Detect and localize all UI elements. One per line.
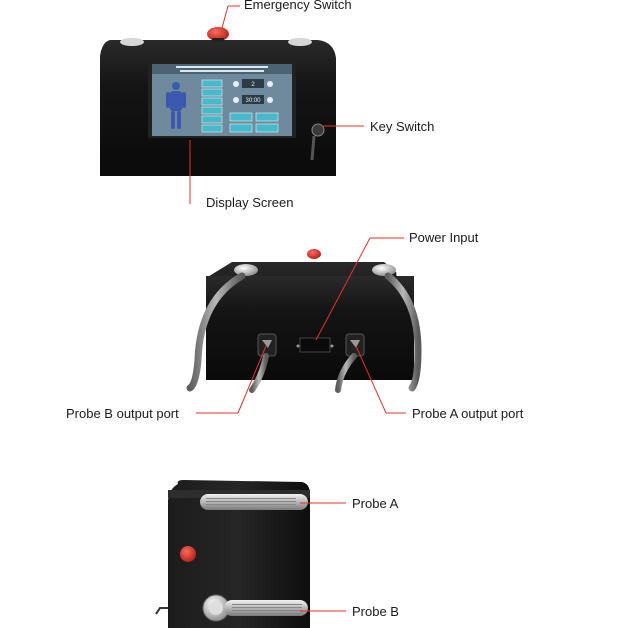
front-right-port-cap: [288, 38, 312, 46]
front-device-base: [100, 150, 336, 176]
counter-display: [242, 79, 264, 88]
minus-icon: [233, 81, 239, 87]
screen-menu-buttons: [201, 79, 223, 133]
key-switch: [311, 123, 325, 137]
device-rear-view: [186, 249, 422, 393]
probe-b-handpiece: [202, 594, 308, 622]
timer-value: 30:00: [245, 98, 261, 104]
cable-right-outer: [384, 272, 422, 392]
body-figure-icon: [166, 82, 186, 129]
top-view-emergency-button: [180, 546, 196, 562]
label-probe-a-output-port: Probe A output port: [412, 406, 524, 421]
probe-a-output-port: [335, 333, 365, 393]
timer-display: [242, 95, 264, 104]
plus-icon: [267, 81, 273, 87]
label-probe-a: Probe A: [352, 496, 399, 511]
label-key-switch: Key Switch: [370, 119, 435, 134]
counter-value: 2: [251, 82, 255, 88]
label-emergency-switch: Emergency Switch: [244, 0, 352, 12]
leader-lines: [189, 5, 406, 612]
label-probe-b-output-port: Probe B output port: [66, 406, 179, 421]
emergency-switch-button: [207, 27, 229, 41]
device-top-view: [155, 480, 310, 628]
device-front-view: 2 30:00: [100, 27, 336, 176]
probe-a-handpiece: [200, 494, 308, 510]
screen-action-button: [229, 123, 253, 133]
cable-left-outer: [186, 272, 246, 392]
label-power-input: Power Input: [409, 230, 479, 245]
plus-icon: [267, 97, 273, 103]
label-display-screen: Display Screen: [206, 195, 294, 210]
power-input-socket: [299, 337, 331, 353]
label-probe-b: Probe B: [352, 604, 399, 619]
rear-emergency-button: [307, 249, 321, 259]
screen-action-button: [255, 123, 279, 133]
screen-action-button: [229, 112, 253, 122]
screen-action-button: [255, 112, 279, 122]
top-view-device-body: [168, 480, 310, 628]
display-screen-panel: [148, 62, 296, 138]
probe-b-output-port: [249, 333, 277, 393]
minus-icon: [233, 97, 239, 103]
front-left-port-cap: [120, 38, 144, 46]
